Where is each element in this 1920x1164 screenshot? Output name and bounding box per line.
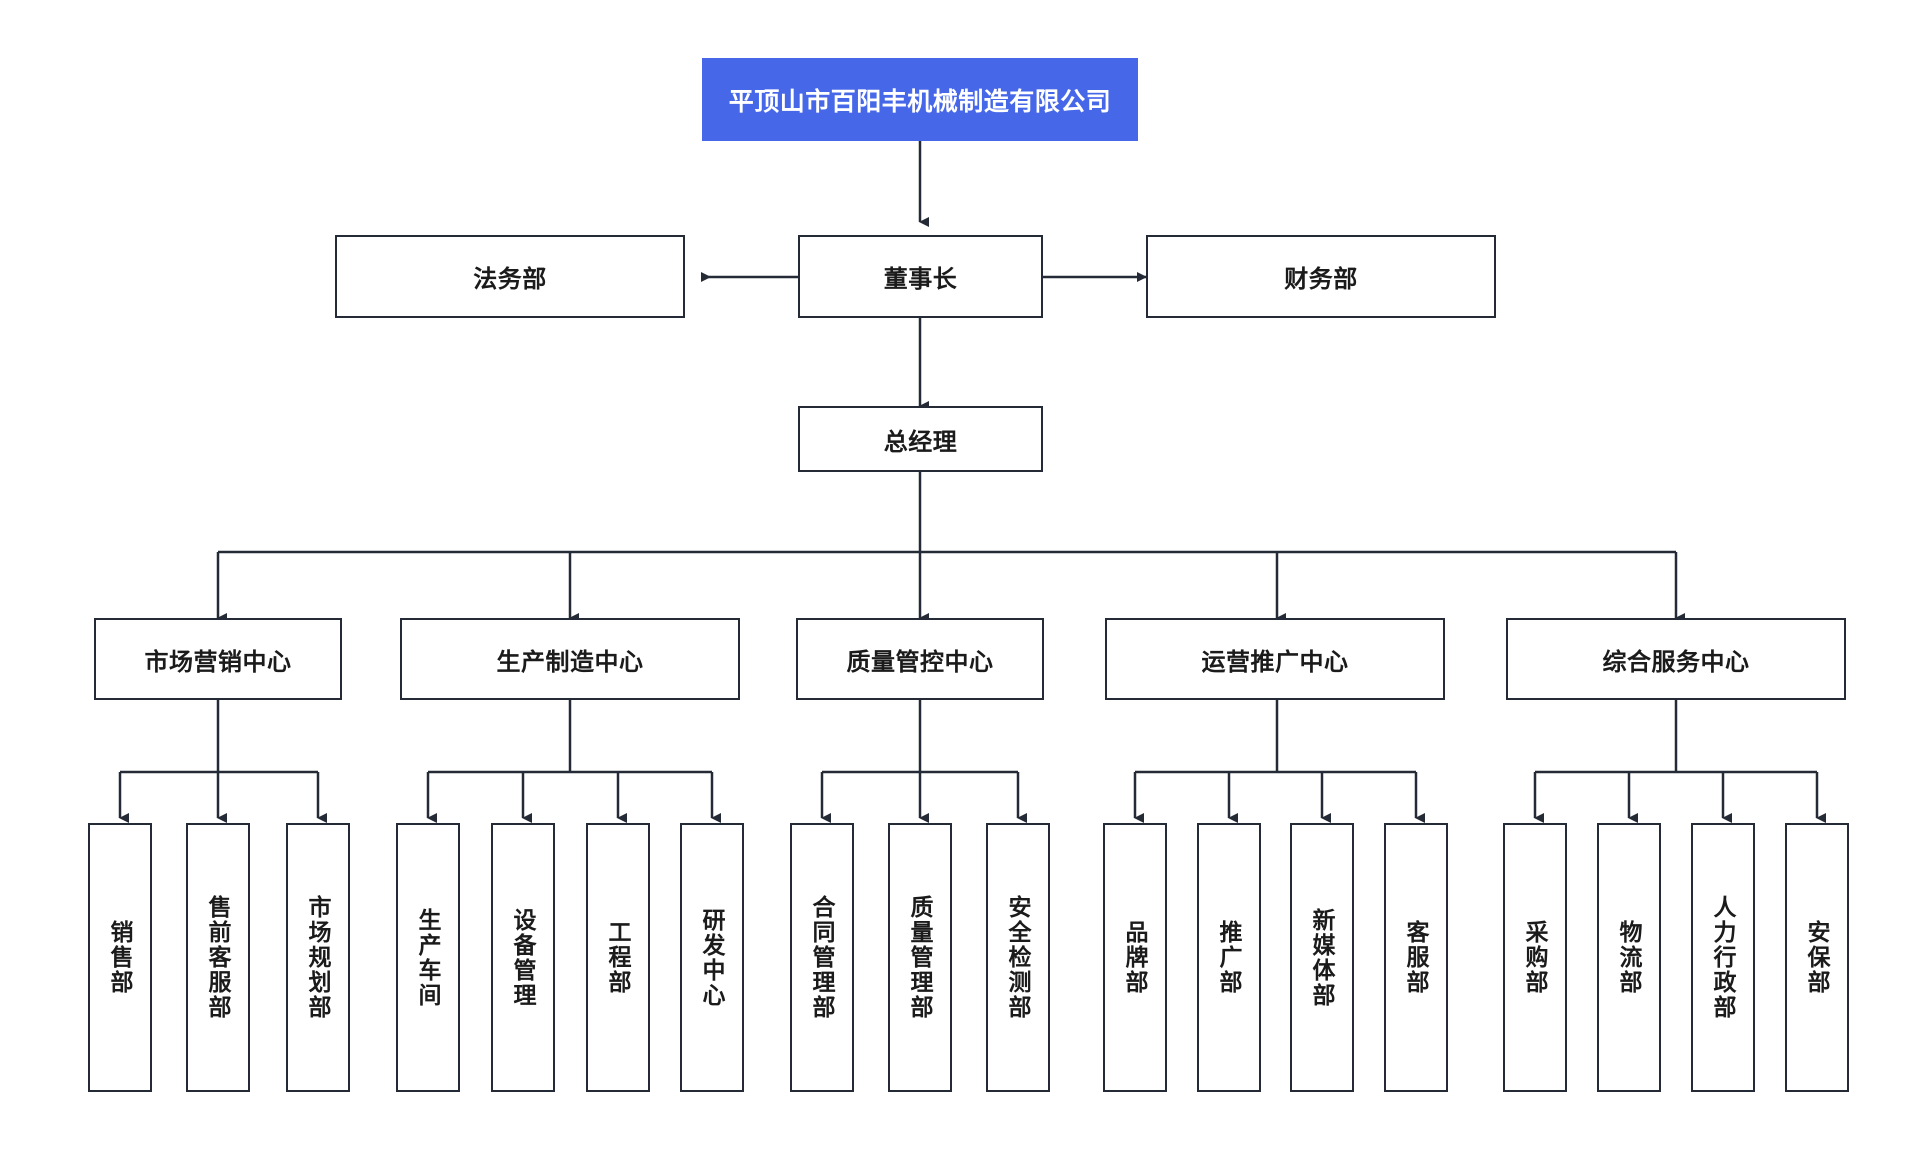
node-center-services[interactable]: 综合服务中心 — [1506, 618, 1846, 700]
leaf-label: 采购部 — [1522, 920, 1549, 995]
leaf-label: 售前客服部 — [205, 895, 232, 1020]
node-dept-customer-service[interactable]: 客服部 — [1384, 823, 1448, 1092]
node-dept-brand[interactable]: 品牌部 — [1103, 823, 1167, 1092]
leaf-label: 工程部 — [605, 920, 632, 995]
node-dept-production-workshop[interactable]: 生产车间 — [396, 823, 460, 1092]
leaf-label: 安全检测部 — [1005, 895, 1032, 1020]
leaf-label: 安保部 — [1804, 920, 1831, 995]
node-center-marketing[interactable]: 市场营销中心 — [94, 618, 342, 700]
node-dept-safety-inspection[interactable]: 安全检测部 — [986, 823, 1050, 1092]
leaf-label: 合同管理部 — [809, 895, 836, 1020]
leaf-label: 市场规划部 — [305, 895, 332, 1020]
node-dept-presales-service[interactable]: 售前客服部 — [186, 823, 250, 1092]
leaf-label: 推广部 — [1216, 920, 1243, 995]
node-dept-hr-administration[interactable]: 人力行政部 — [1691, 823, 1755, 1092]
node-dept-rnd-center[interactable]: 研发中心 — [680, 823, 744, 1092]
node-center-operations[interactable]: 运营推广中心 — [1105, 618, 1445, 700]
node-dept-sales[interactable]: 销售部 — [88, 823, 152, 1092]
node-dept-equipment-management[interactable]: 设备管理 — [491, 823, 555, 1092]
leaf-label: 品牌部 — [1122, 920, 1149, 995]
leaf-label: 人力行政部 — [1710, 895, 1737, 1020]
node-center-quality[interactable]: 质量管控中心 — [796, 618, 1044, 700]
node-dept-engineering[interactable]: 工程部 — [586, 823, 650, 1092]
node-dept-quality-management[interactable]: 质量管理部 — [888, 823, 952, 1092]
node-general-manager[interactable]: 总经理 — [798, 406, 1043, 472]
node-chairman[interactable]: 董事长 — [798, 235, 1043, 318]
leaf-label: 新媒体部 — [1309, 907, 1336, 1008]
node-dept-security[interactable]: 安保部 — [1785, 823, 1849, 1092]
leaf-label: 研发中心 — [699, 907, 726, 1008]
node-dept-market-planning[interactable]: 市场规划部 — [286, 823, 350, 1092]
leaf-label: 客服部 — [1403, 920, 1430, 995]
leaf-label: 物流部 — [1616, 920, 1643, 995]
leaf-label: 设备管理 — [510, 907, 537, 1008]
node-dept-logistics[interactable]: 物流部 — [1597, 823, 1661, 1092]
leaf-label: 销售部 — [107, 920, 134, 995]
node-dept-contract-management[interactable]: 合同管理部 — [790, 823, 854, 1092]
leaf-label: 生产车间 — [415, 907, 442, 1008]
node-finance-department[interactable]: 财务部 — [1146, 235, 1496, 318]
leaf-label: 质量管理部 — [907, 895, 934, 1020]
node-center-manufacturing[interactable]: 生产制造中心 — [400, 618, 740, 700]
node-dept-new-media[interactable]: 新媒体部 — [1290, 823, 1354, 1092]
node-dept-promotion[interactable]: 推广部 — [1197, 823, 1261, 1092]
node-legal-department[interactable]: 法务部 — [335, 235, 685, 318]
node-company-root[interactable]: 平顶山市百阳丰机械制造有限公司 — [702, 58, 1138, 141]
node-dept-procurement[interactable]: 采购部 — [1503, 823, 1567, 1092]
